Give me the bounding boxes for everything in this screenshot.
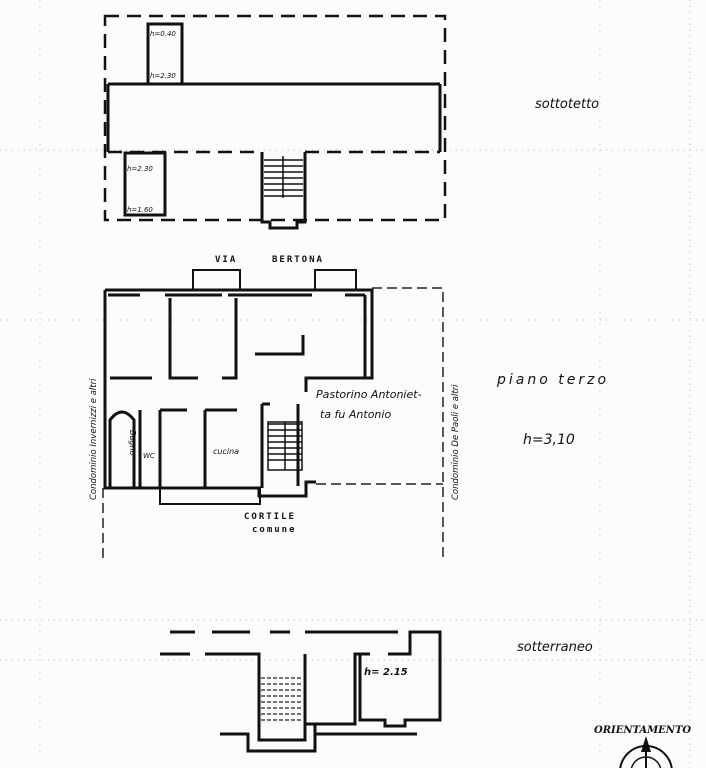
room-label-cucina: cucina bbox=[213, 447, 239, 456]
owner-name: Pastorino Antoniet- bbox=[316, 388, 422, 401]
room-label-bagno: Bagno bbox=[128, 430, 137, 456]
floor-title-piano-terzo: piano terzo bbox=[496, 372, 609, 388]
owner-name: ta fu Antonio bbox=[320, 408, 391, 421]
stair-piano-terzo bbox=[267, 421, 303, 471]
stair-sottotetto bbox=[264, 156, 303, 198]
plan-sottotetto: h=0.40 h=2.30 h=2.30 h=1.60 sottotetto bbox=[103, 14, 599, 230]
neighbor-left-label: Condominio Invernizzi e altri bbox=[89, 378, 99, 500]
courtyard-label: comune bbox=[252, 525, 297, 535]
height-label: h=0.40 bbox=[150, 30, 176, 38]
compass: ORIENTAMENTO bbox=[594, 725, 691, 768]
courtyard-label: CORTILE bbox=[244, 512, 296, 522]
plan-piano-terzo: VIA BERTONA Pastorino Antoniet- ta fu An… bbox=[89, 255, 609, 560]
height-label: h= 2.15 bbox=[364, 667, 408, 678]
height-label: h=2.30 bbox=[150, 72, 176, 80]
floor-title-sotterraneo: sotterraneo bbox=[517, 640, 593, 655]
orientation-label: ORIENTAMENTO bbox=[594, 725, 691, 736]
stair-sotterraneo bbox=[261, 677, 303, 721]
street-label: BERTONA bbox=[272, 255, 324, 265]
floor-height: h=3,10 bbox=[523, 432, 575, 448]
north-arrow-icon bbox=[641, 736, 651, 752]
neighbor-right-label: Condominio De Paoli e altri bbox=[451, 384, 461, 500]
floor-title-sottotetto: sottotetto bbox=[535, 97, 599, 112]
room-label-wc: WC bbox=[143, 452, 155, 460]
height-label: h=1.60 bbox=[127, 206, 153, 214]
street-label: VIA bbox=[215, 255, 237, 265]
plan-sotterraneo: h= 2.15 sotterraneo bbox=[160, 630, 593, 753]
height-label: h=2.30 bbox=[127, 165, 153, 173]
